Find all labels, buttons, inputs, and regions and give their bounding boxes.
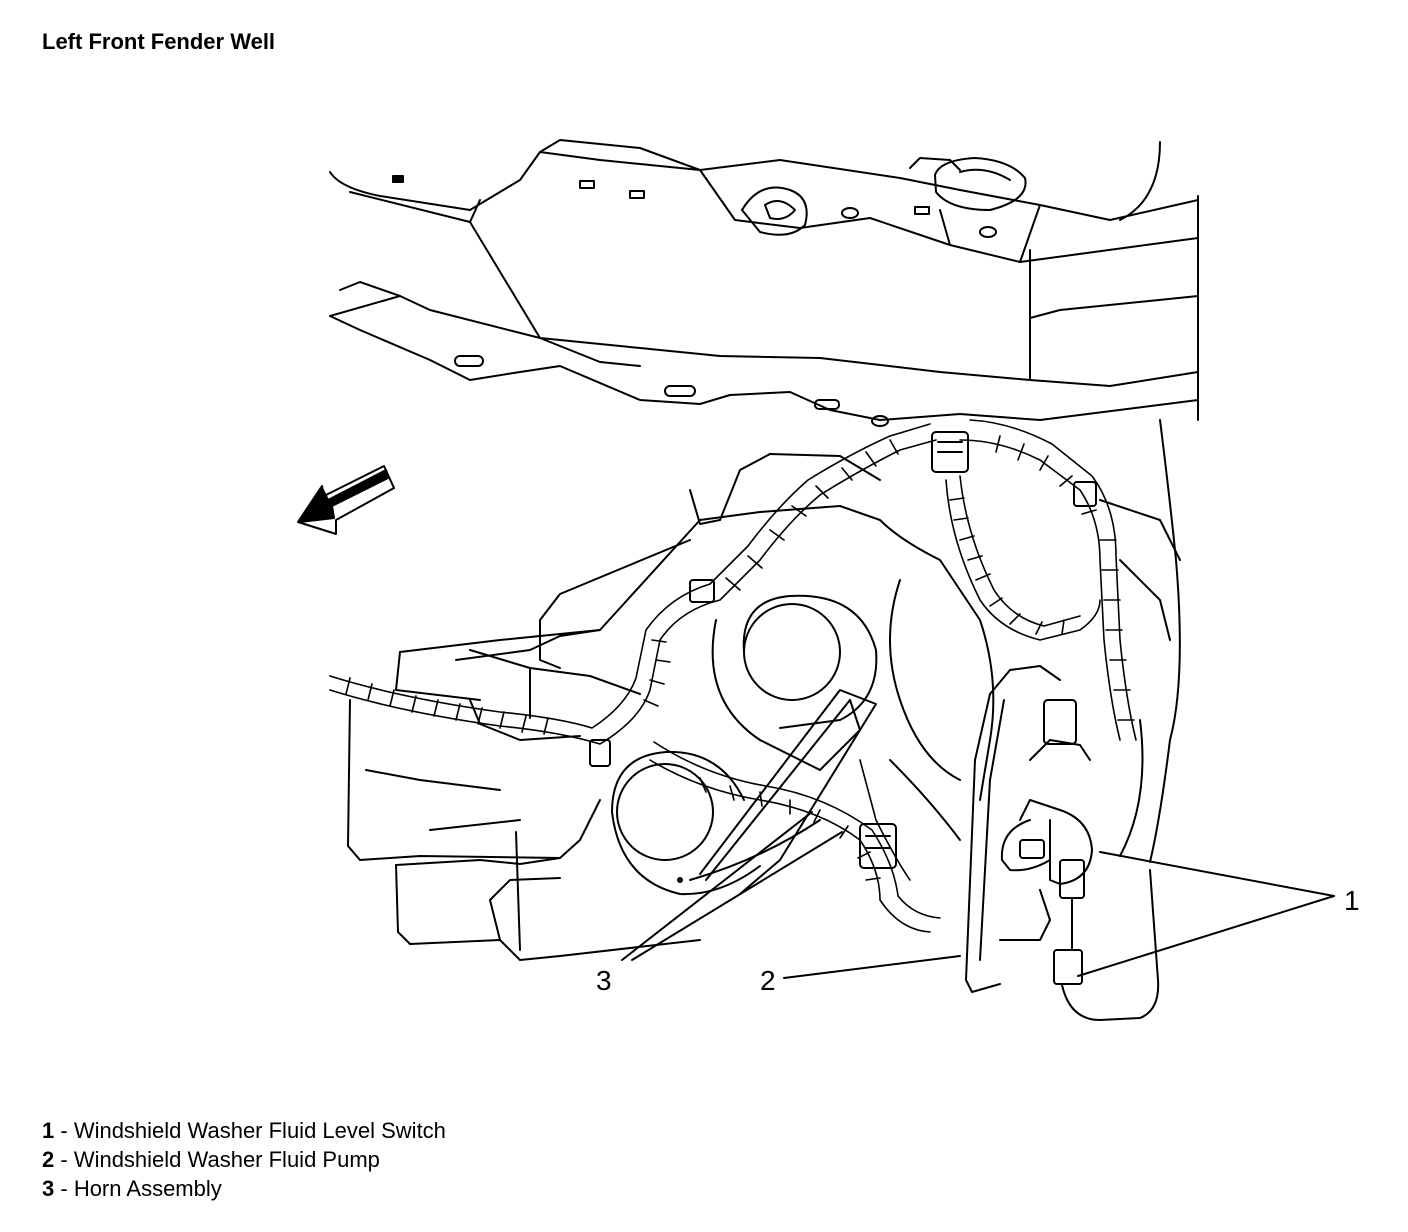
legend-number: 1 bbox=[42, 1118, 55, 1143]
legend-separator: - bbox=[54, 1118, 74, 1143]
callout-2: 2 bbox=[760, 965, 776, 996]
legend-item-2: 2 - Windshield Washer Fluid Pump bbox=[42, 1145, 446, 1174]
leader-line-1b bbox=[1077, 895, 1335, 977]
legend-label: Windshield Washer Fluid Level Switch bbox=[73, 1118, 446, 1143]
legend-number: 3 bbox=[42, 1176, 55, 1201]
harness-connectors bbox=[589, 431, 1097, 869]
legend-number: 2 bbox=[42, 1147, 55, 1172]
diagram-title: Left Front Fender Well bbox=[42, 29, 276, 54]
front-direction-arrow-icon bbox=[297, 465, 395, 535]
legend-label: Windshield Washer Fluid Pump bbox=[73, 1147, 380, 1172]
leader-line-3b bbox=[631, 831, 843, 961]
leader-lines bbox=[621, 811, 1335, 979]
horn-bracket bbox=[699, 689, 877, 895]
leader-line-2 bbox=[783, 955, 961, 979]
washer-fluid-reservoir bbox=[347, 505, 881, 961]
leader-line-1a bbox=[1099, 851, 1335, 897]
callout-1: 1 bbox=[1344, 885, 1360, 916]
legend: 1 - Windshield Washer Fluid Level Switch… bbox=[42, 1116, 446, 1203]
legend-label: Horn Assembly bbox=[73, 1176, 222, 1201]
callout-3: 3 bbox=[596, 965, 612, 996]
upper-fender-panel bbox=[329, 139, 1199, 427]
legend-item-3: 3 - Horn Assembly bbox=[42, 1174, 446, 1203]
legend-separator: - bbox=[54, 1147, 74, 1172]
legend-item-1: 1 - Windshield Washer Fluid Level Switch bbox=[42, 1116, 446, 1145]
wiring-harness bbox=[329, 419, 1137, 933]
washer-pump-bracket bbox=[965, 665, 1093, 993]
level-switch-connector bbox=[1053, 859, 1160, 1021]
legend-separator: - bbox=[54, 1176, 74, 1201]
inner-fender-well bbox=[689, 419, 1181, 863]
leader-line-3a bbox=[621, 811, 813, 961]
